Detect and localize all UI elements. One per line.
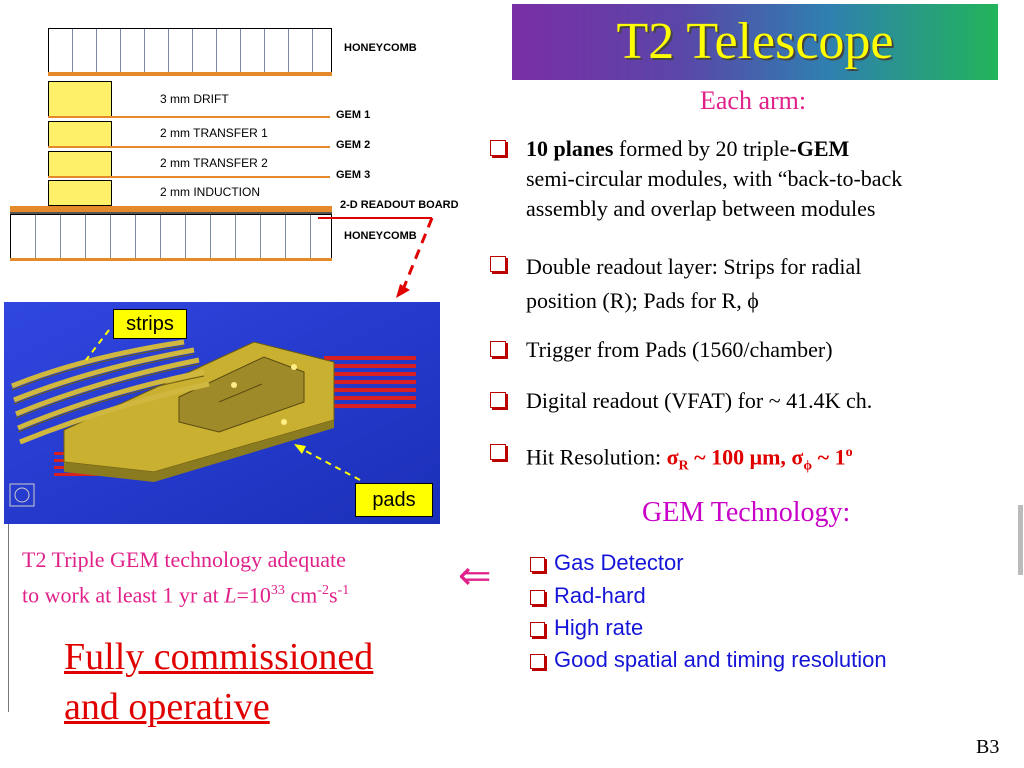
pads-label: pads xyxy=(355,483,433,517)
bullet-text: position (R); Pads for R, ϕ xyxy=(526,288,759,313)
label-gem3: GEM 3 xyxy=(336,169,371,181)
label-readout-board: 2-D READOUT BOARD xyxy=(340,199,459,211)
sigma-symbol: σ xyxy=(666,444,679,470)
detector-module-image xyxy=(4,302,440,524)
checkbox-bullet-icon xyxy=(530,590,545,605)
gem-item-text: Good spatial and timing resolution xyxy=(554,647,887,672)
label-transfer2: 2 mm TRANSFER 2 xyxy=(160,156,268,170)
caption-line: T2 Triple GEM technology adequate xyxy=(22,547,346,572)
bullet-text: assembly and overlap between modules xyxy=(526,196,876,221)
left-double-arrow-icon: ⇐ xyxy=(458,553,492,598)
caption-line: cm xyxy=(284,582,318,608)
superscript: 33 xyxy=(270,583,285,598)
each-arm-heading: Each arm: xyxy=(700,86,807,115)
resolution-value: ~ 1 xyxy=(812,444,846,470)
label-gem2: GEM 2 xyxy=(336,139,371,151)
superscript: -2 xyxy=(317,583,329,598)
status-line: and operative xyxy=(64,686,270,728)
title-banner xyxy=(512,4,998,80)
label-drift: 3 mm DRIFT xyxy=(160,92,229,106)
bullet-text: Hit Resolution: xyxy=(526,444,667,470)
bullet-text: Digital readout (VFAT) for ~ 41.4K ch. xyxy=(526,388,873,413)
detector-photo xyxy=(4,302,440,524)
slide-title: T2 Telescope xyxy=(616,13,894,70)
fully-commissioned-text: Fully commissioned and operative xyxy=(64,632,444,732)
caption-line: to work at least 1 yr at xyxy=(22,582,225,608)
checkbox-bullet-icon xyxy=(530,654,545,669)
label-gem1: GEM 1 xyxy=(336,109,371,121)
bullet-text: semi-circular modules, with “back-to-bac… xyxy=(526,166,903,191)
gem-item-text: High rate xyxy=(554,615,644,640)
orange-layer xyxy=(10,258,332,261)
checkbox-bullet-icon xyxy=(490,444,506,460)
gem-item-text: Gas Detector xyxy=(554,550,684,575)
label-transfer1: 2 mm TRANSFER 1 xyxy=(160,126,268,140)
label-induction: 2 mm INDUCTION xyxy=(160,185,260,199)
gem-foil xyxy=(48,116,330,118)
label-honeycomb-bottom: HONEYCOMB xyxy=(344,230,417,242)
gem-foil xyxy=(48,176,330,178)
status-line: Fully commissioned xyxy=(64,636,374,678)
orange-layer xyxy=(48,72,332,76)
slide-number: B3 xyxy=(976,736,1000,758)
resolution-value: ~ 100 μm, xyxy=(688,444,792,470)
bullet-bold-text: GEM xyxy=(796,136,850,161)
bullet-text: Double readout layer: Strips for radial xyxy=(526,254,862,279)
subscript: R xyxy=(678,458,689,474)
luminosity-symbol: L xyxy=(224,582,237,608)
checkbox-bullet-icon xyxy=(530,622,545,637)
bullet-text: Trigger from Pads (1560/chamber) xyxy=(526,337,833,362)
checkbox-bullet-icon xyxy=(490,341,506,357)
gem-technology-heading: GEM Technology: xyxy=(642,497,851,528)
gem-foil xyxy=(48,146,330,148)
label-honeycomb-top: HONEYCOMB xyxy=(344,42,417,54)
checkbox-bullet-icon xyxy=(490,392,506,408)
caption-line: =10 xyxy=(236,582,271,608)
sigma-symbol: σ xyxy=(791,444,804,470)
induction-layer xyxy=(48,180,112,206)
strips-label: strips xyxy=(113,309,187,339)
caption-text: T2 Triple GEM technology adequate to wor… xyxy=(22,544,452,610)
subscript: ϕ xyxy=(803,458,813,474)
edge-mark xyxy=(1018,505,1023,575)
caption-line: s xyxy=(328,582,338,608)
superscript: -1 xyxy=(337,583,350,598)
bullet-bold-text: 10 planes xyxy=(526,136,614,161)
pointer-arrow-icon xyxy=(318,217,434,298)
bullet-text: formed by 20 triple- xyxy=(613,136,797,161)
gem-layer-diagram: HONEYCOMB 3 mm DRIFT GEM 1 2 mm TRANSFER… xyxy=(0,0,480,300)
checkbox-bullet-icon xyxy=(490,256,506,272)
superscript: o xyxy=(845,445,853,460)
divider xyxy=(8,522,9,712)
honeycomb-bottom xyxy=(10,214,332,260)
checkbox-bullet-icon xyxy=(490,140,506,156)
readout-board-layer xyxy=(10,206,332,212)
gem-item-text: Rad-hard xyxy=(554,583,646,608)
checkbox-bullet-icon xyxy=(530,557,545,572)
